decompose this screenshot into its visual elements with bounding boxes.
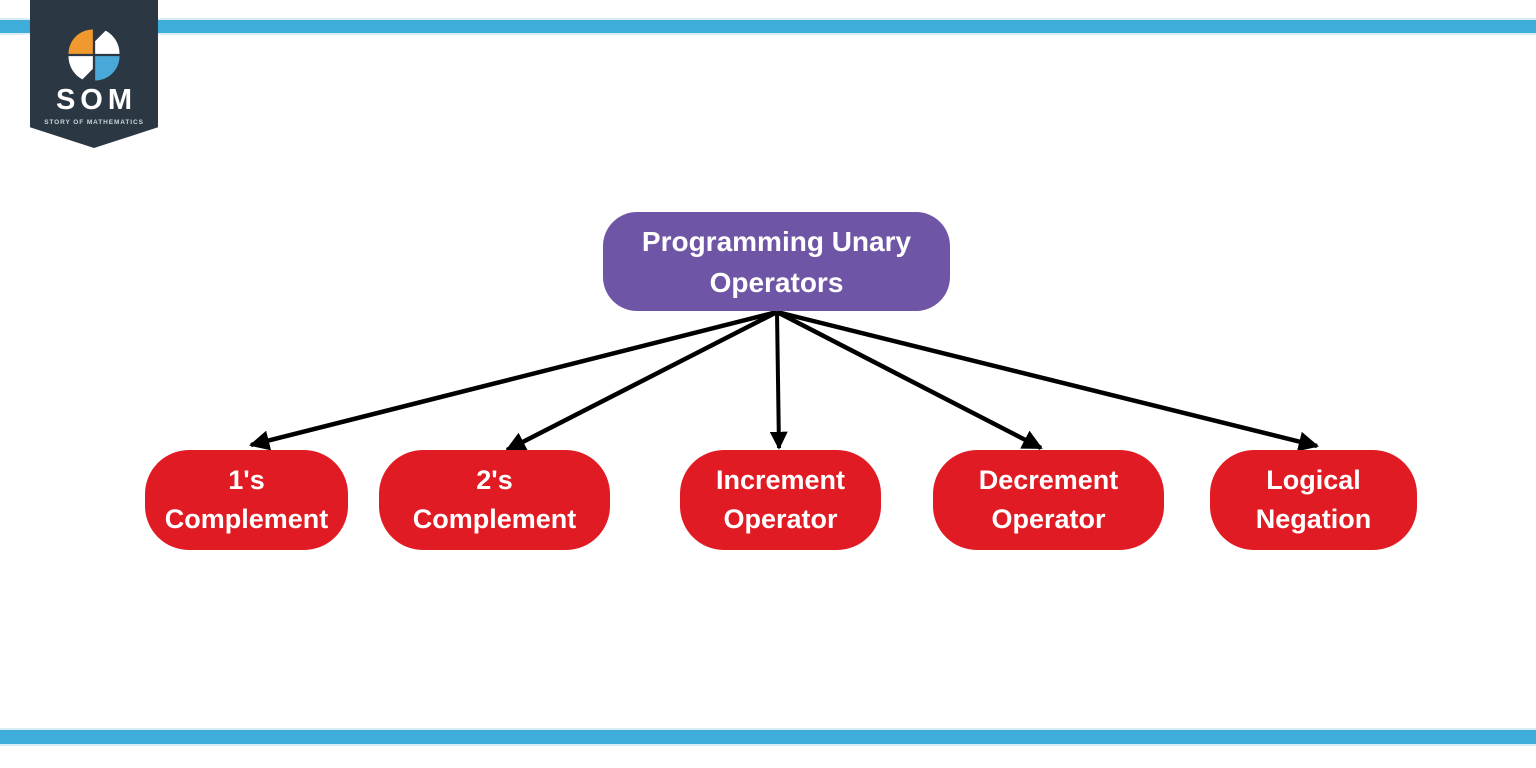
root-node-label-line2: Operators [709,266,844,298]
child-node-label-line1: Increment [715,465,846,495]
top-accent-bar [0,20,1536,33]
child-node-label-line2: Operator [723,504,838,534]
bottom-accent-bar [0,730,1536,744]
arrow-to-logical-negation [776,309,1319,452]
child-node-label-line2: Complement [164,504,329,534]
arrow-to-increment-operator [769,311,788,450]
child-node-logical-negation: Logical Negation [1210,450,1417,550]
child-node-ones-complement: 1's Complement [145,450,348,550]
child-node-label-line2: Operator [991,504,1106,534]
arrow-to-ones-complement [249,309,778,451]
child-node-label-line1: Logical [1266,465,1361,495]
arrow-to-twos-complement [505,309,779,453]
som-logo-banner: SOM STORY OF MATHEMATICS [30,0,158,148]
child-node-label-line1: 1's [228,465,265,495]
child-node-label-line2: Complement [412,504,577,534]
root-node-label-line1: Programming Unary [641,225,912,257]
arrow-to-decrement-operator [775,309,1043,451]
child-node-label-line1: Decrement [978,465,1119,495]
som-logo-tagline: STORY OF MATHEMATICS [44,119,144,126]
child-node-label-line2: Negation [1255,504,1372,534]
root-node-programming-unary-operators: Programming Unary Operators [603,212,950,311]
child-node-decrement-operator: Decrement Operator [933,450,1164,550]
child-node-twos-complement: 2's Complement [379,450,610,550]
child-node-label-line1: 2's [476,465,513,495]
pinwheel-icon [68,29,120,81]
som-logo-text: SOM [55,84,138,116]
child-node-increment-operator: Increment Operator [680,450,881,550]
